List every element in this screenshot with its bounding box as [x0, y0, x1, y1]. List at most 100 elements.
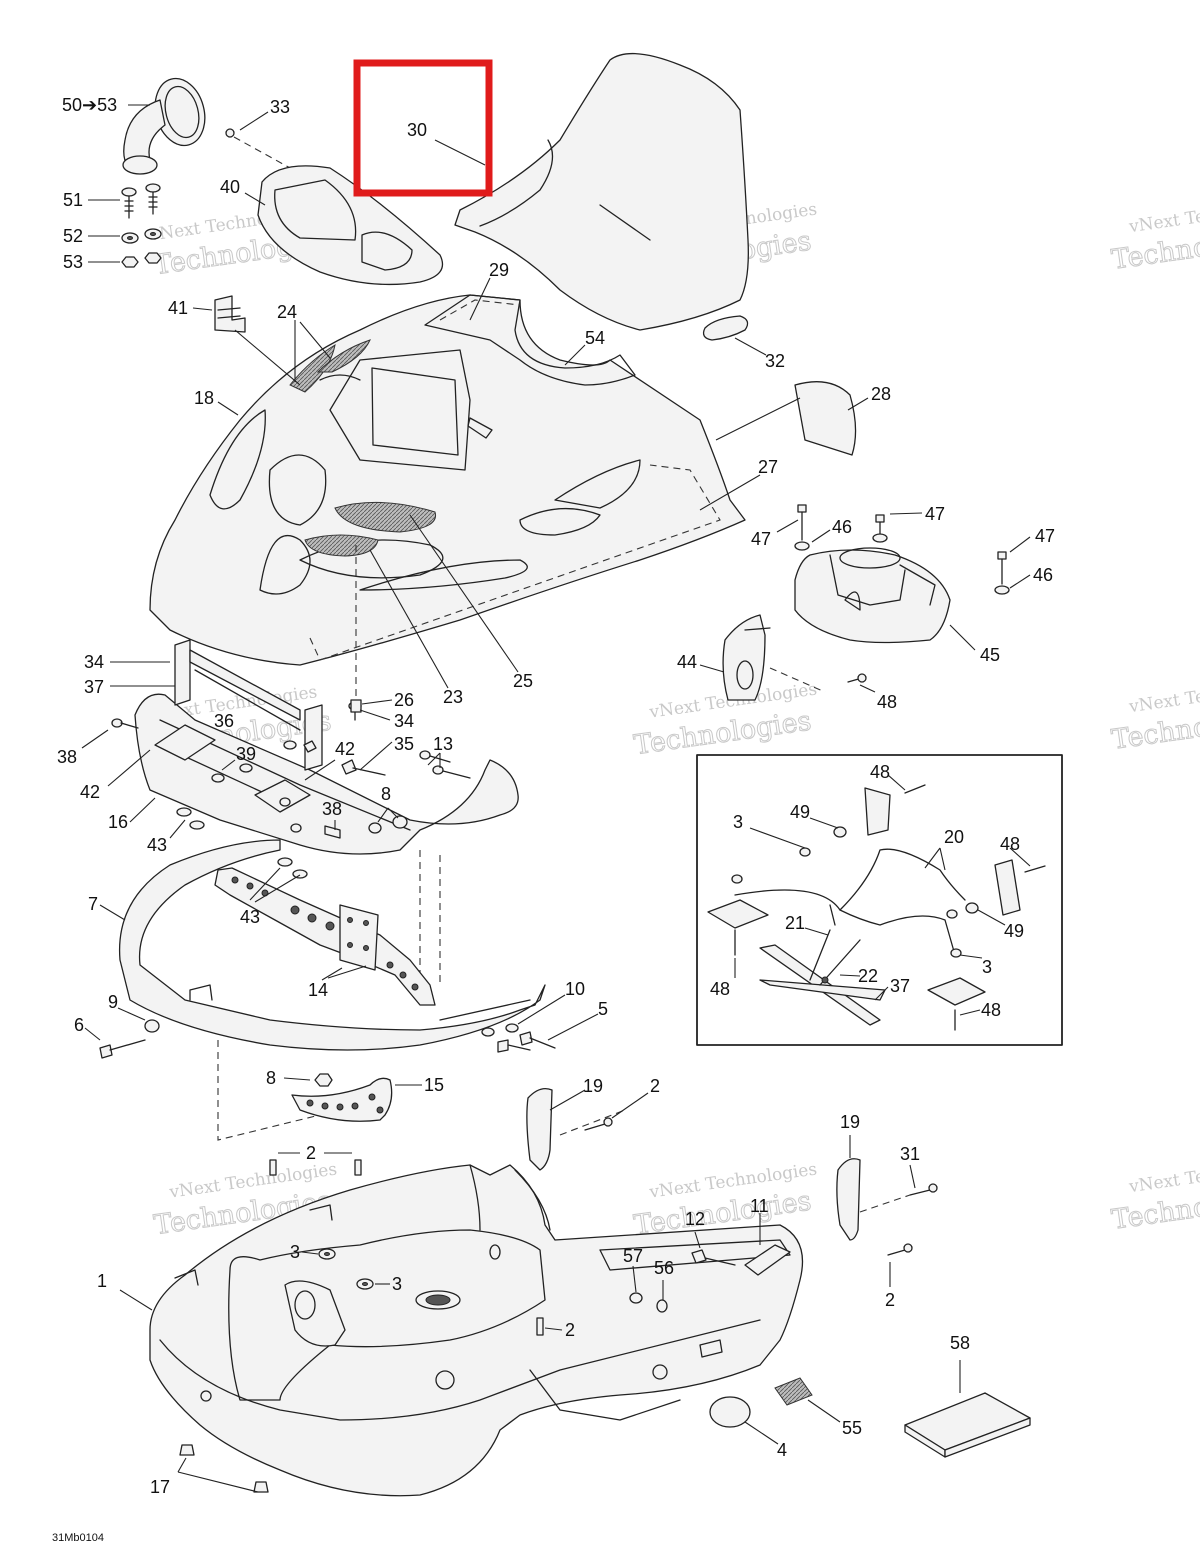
callout-46: 46 — [832, 517, 852, 537]
part-58[interactable] — [904, 1392, 1031, 1458]
gauge-bezel-40[interactable] — [257, 165, 444, 286]
callout-48: 48 — [870, 762, 890, 782]
callout-41: 41 — [168, 298, 188, 318]
callout-12: 12 — [685, 1209, 705, 1229]
callout-46: 46 — [1033, 565, 1053, 585]
rivet-2[interactable] — [559, 1109, 938, 1256]
callout-20: 20 — [944, 827, 964, 847]
panel-28[interactable] — [794, 381, 857, 456]
callout-45: 45 — [980, 645, 1000, 665]
callout-labels: 50➔53 3 3 30 40 51 52 53 29 41 2 4 54 3 2 1… — [52, 95, 1055, 1544]
callout-38: 38 — [57, 747, 77, 767]
callout-15: 15 — [424, 1075, 444, 1095]
callout-2: 2 — [565, 1320, 575, 1340]
callout-54: 54 — [585, 328, 605, 348]
callout-25: 25 — [513, 671, 533, 691]
callout-48: 48 — [877, 692, 897, 712]
bracket-44[interactable] — [722, 614, 771, 701]
callout-48: 48 — [1000, 834, 1020, 854]
callout-47: 47 — [925, 504, 945, 524]
callout-3: 3 — [290, 1242, 300, 1262]
leader-line — [217, 1040, 341, 1141]
clip-41[interactable] — [214, 295, 246, 333]
callout-58: 58 — [950, 1333, 970, 1353]
windshield-30[interactable] — [454, 52, 749, 331]
callout-43: 43 — [240, 907, 260, 927]
callout-3: 3 — [733, 812, 743, 832]
plate-42[interactable] — [154, 724, 311, 813]
cap-4[interactable] — [709, 1396, 751, 1428]
callout-28: 28 — [871, 384, 891, 404]
callout-4: 4 — [777, 1440, 787, 1460]
bracket-34-37[interactable] — [174, 639, 323, 771]
callout-31: 31 — [900, 1144, 920, 1164]
rivet-48[interactable] — [769, 667, 867, 693]
callout-leaders — [81, 104, 1031, 1493]
callout-30[interactable]: 30 — [407, 120, 427, 140]
callout-56: 56 — [654, 1258, 674, 1278]
part-11-12[interactable] — [691, 1244, 791, 1276]
belly-pan-1[interactable] — [149, 1164, 804, 1497]
callout-57: 57 — [623, 1246, 643, 1266]
nut-8[interactable] — [314, 1073, 333, 1087]
callout-37: 37 — [84, 677, 104, 697]
handle-32[interactable] — [702, 315, 749, 341]
rivet-33[interactable] — [225, 128, 331, 191]
part-56-57[interactable] — [629, 1292, 668, 1313]
watermark-text: vNext Technologies — [1127, 1154, 1200, 1197]
washer-46[interactable] — [794, 533, 1010, 595]
callout-10: 10 — [565, 979, 585, 999]
bolt-6-9[interactable] — [99, 1019, 160, 1059]
bolt-47[interactable] — [797, 504, 1007, 585]
bolt-5-10[interactable] — [481, 1023, 556, 1053]
callout-34: 34 — [394, 711, 414, 731]
callout-13: 13 — [433, 734, 453, 754]
callout-7: 7 — [88, 894, 98, 914]
callout-48: 48 — [981, 1000, 1001, 1020]
callout-38: 38 — [322, 799, 342, 819]
highlight-box — [353, 59, 493, 197]
callout-52: 52 — [63, 226, 83, 246]
callout-34: 34 — [84, 652, 104, 672]
washer-52[interactable] — [121, 228, 162, 244]
callout-55: 55 — [842, 1418, 862, 1438]
callout-51: 51 — [63, 190, 83, 210]
part-19-bracket[interactable] — [526, 1087, 861, 1241]
watermark-text: vNext Technologies — [1127, 674, 1200, 717]
screw-51[interactable] — [121, 183, 161, 219]
callout-47: 47 — [1035, 526, 1055, 546]
callout-19: 19 — [840, 1112, 860, 1132]
mirror-assembly[interactable] — [122, 73, 212, 175]
callout-35: 35 — [394, 734, 414, 754]
callout-29: 29 — [489, 260, 509, 280]
console-45[interactable] — [794, 547, 951, 644]
callout-6: 6 — [74, 1015, 84, 1035]
callout-22: 22 — [858, 966, 878, 986]
callout-2: 2 — [885, 1290, 895, 1310]
callout-18: 18 — [194, 388, 214, 408]
callout-8: 8 — [381, 784, 391, 804]
callout-3: 3 — [392, 1274, 402, 1294]
fastener-group[interactable] — [179, 1159, 544, 1493]
screw-26[interactable] — [350, 699, 362, 713]
bracket-15[interactable] — [291, 1077, 393, 1122]
plate-55[interactable] — [774, 1377, 813, 1406]
support-bar-14[interactable] — [214, 867, 436, 1006]
callout-42: 42 — [335, 739, 355, 759]
callout-50-53: 50➔53 — [62, 95, 117, 115]
decal-24[interactable] — [289, 339, 371, 393]
callout-48: 48 — [710, 979, 730, 999]
callout-49: 49 — [1004, 921, 1024, 941]
callout-2: 2 — [306, 1143, 316, 1163]
callout-11: 11 — [750, 1196, 769, 1216]
callout-53: 53 — [63, 252, 83, 272]
callout-40: 40 — [220, 177, 240, 197]
callout-14: 14 — [308, 980, 328, 1000]
bumper-7[interactable] — [118, 839, 546, 1051]
hood-18[interactable] — [149, 294, 746, 666]
callout-3: 3 — [982, 957, 992, 977]
nut-53[interactable] — [121, 252, 162, 268]
callout-27: 27 — [758, 457, 778, 477]
